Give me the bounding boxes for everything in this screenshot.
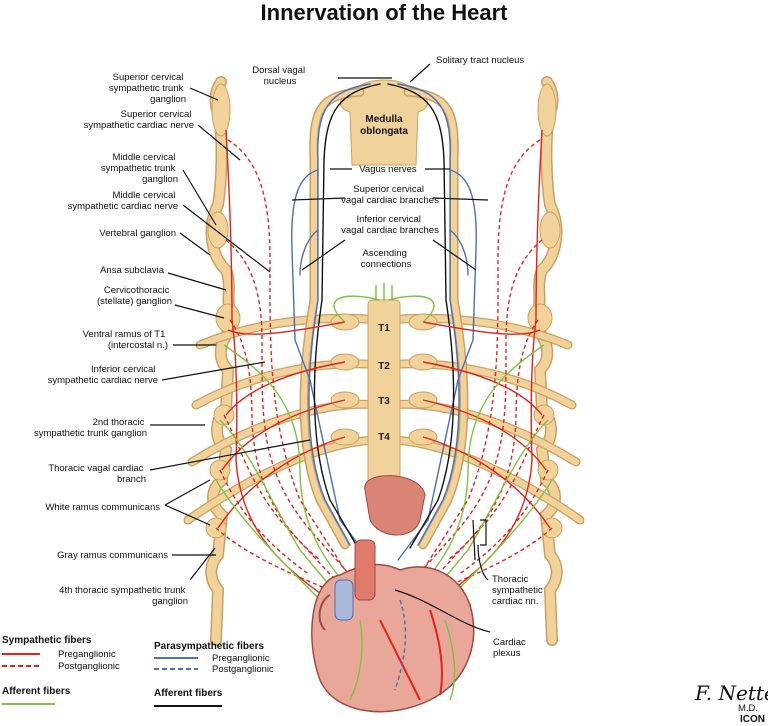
legend-parasympathetic-pre: Preganglionic bbox=[212, 653, 270, 664]
vertebra-t3-label: T3 bbox=[378, 396, 390, 407]
label-superior-cervical-cardiac-nerve: Superior cervical sympathetic cardiac ne… bbox=[84, 109, 194, 131]
label-cervicothoracic-ganglion: Cervicothoracic (stellate) ganglion bbox=[97, 285, 172, 307]
label-ventral-ramus-t1: Ventral ramus of T1 (intercostal n.) bbox=[83, 329, 168, 351]
vertebra-t4-label: T4 bbox=[378, 432, 390, 443]
label-vagus-nerves: Vagus nerves bbox=[359, 164, 417, 175]
page-title: Innervation of the Heart bbox=[260, 0, 508, 25]
label-cardiac-plexus: Cardiac plexus bbox=[493, 637, 528, 659]
label-thoracic-vagal-cardiac-branch: Thoracic vagal cardiac branch bbox=[48, 463, 146, 485]
legend-afferent-black-heading: Afferent fibers bbox=[154, 688, 223, 699]
signature-suffix: M.D. bbox=[738, 703, 758, 714]
label-superior-cervical-ganglion: Superior cervical sympathetic trunk gang… bbox=[109, 72, 186, 105]
heart bbox=[311, 475, 475, 713]
legend-parasympathetic-heading: Parasympathetic fibers bbox=[154, 641, 264, 652]
labels-center: Dorsal vagal nucleus Solitary tract nucl… bbox=[252, 55, 524, 270]
labels-right: Thoracic sympathetic cardiac nn. Cardiac… bbox=[492, 574, 545, 659]
legend-sympathetic-pre: Preganglionic bbox=[58, 649, 116, 660]
medulla-label-2: oblongata bbox=[360, 126, 408, 137]
artist-signature: F. Netter M.D. ICON bbox=[694, 681, 768, 725]
label-middle-cervical-cardiac-nerve: Middle cervical sympathetic cardiac nerv… bbox=[68, 190, 178, 212]
legend-afferent-green-heading: Afferent fibers bbox=[2, 686, 71, 697]
vagus-nerves bbox=[291, 83, 477, 561]
label-ascending-connections: Ascending connections bbox=[361, 248, 412, 270]
label-dorsal-vagal-nucleus: Dorsal vagal nucleus bbox=[252, 65, 307, 87]
legend-sympathetic-heading: Sympathetic fibers bbox=[2, 635, 92, 646]
signature-logo: ICON bbox=[740, 714, 765, 725]
right-sympathetic-trunk bbox=[527, 76, 563, 646]
left-sympathetic-trunk bbox=[205, 76, 241, 646]
label-middle-cervical-ganglion: Middle cervical sympathetic trunk gangli… bbox=[101, 152, 178, 185]
label-thoracic-sympathetic-cardiac: Thoracic sympathetic cardiac nn. bbox=[492, 574, 545, 607]
label-ansa-subclavia: Ansa subclavia bbox=[100, 265, 165, 276]
sympathetic-fibers bbox=[215, 129, 553, 601]
legend-parasympathetic-post: Postganglionic bbox=[212, 664, 274, 675]
label-solitary-tract-nucleus: Solitary tract nucleus bbox=[436, 55, 524, 66]
label-superior-cervical-vagal-branches: Superior cervical vagal cardiac branches bbox=[341, 184, 439, 206]
label-gray-ramus: Gray ramus communicans bbox=[57, 550, 168, 561]
spinal-cord: T1 T2 T3 T4 bbox=[330, 283, 438, 486]
legend: Sympathetic fibers Preganglionic Postgan… bbox=[2, 635, 274, 707]
label-inferior-cervical-vagal-branches: Inferior cervical vagal cardiac branches bbox=[341, 214, 439, 236]
label-second-thoracic-ganglion: 2nd thoracic sympathetic trunk ganglion bbox=[34, 417, 147, 439]
label-inferior-cervical-cardiac-nerve: Inferior cervical sympathetic cardiac ne… bbox=[48, 364, 158, 386]
medulla-label-1: Medulla bbox=[365, 114, 403, 125]
label-white-ramus: White ramus communicans bbox=[45, 502, 160, 513]
medulla-oblongata: Medulla oblongata bbox=[339, 79, 429, 166]
label-vertebral-ganglion: Vertebral ganglion bbox=[99, 228, 176, 239]
signature-name: F. Netter bbox=[694, 681, 768, 705]
vertebra-t1-label: T1 bbox=[378, 323, 390, 334]
vertebra-t2-label: T2 bbox=[378, 361, 390, 372]
label-fourth-thoracic-ganglion: 4th thoracic sympathetic trunk ganglion bbox=[59, 585, 188, 607]
labels-left: Superior cervical sympathetic trunk gang… bbox=[34, 72, 194, 607]
leader-lines bbox=[149, 63, 491, 633]
legend-sympathetic-post: Postganglionic bbox=[58, 661, 120, 672]
